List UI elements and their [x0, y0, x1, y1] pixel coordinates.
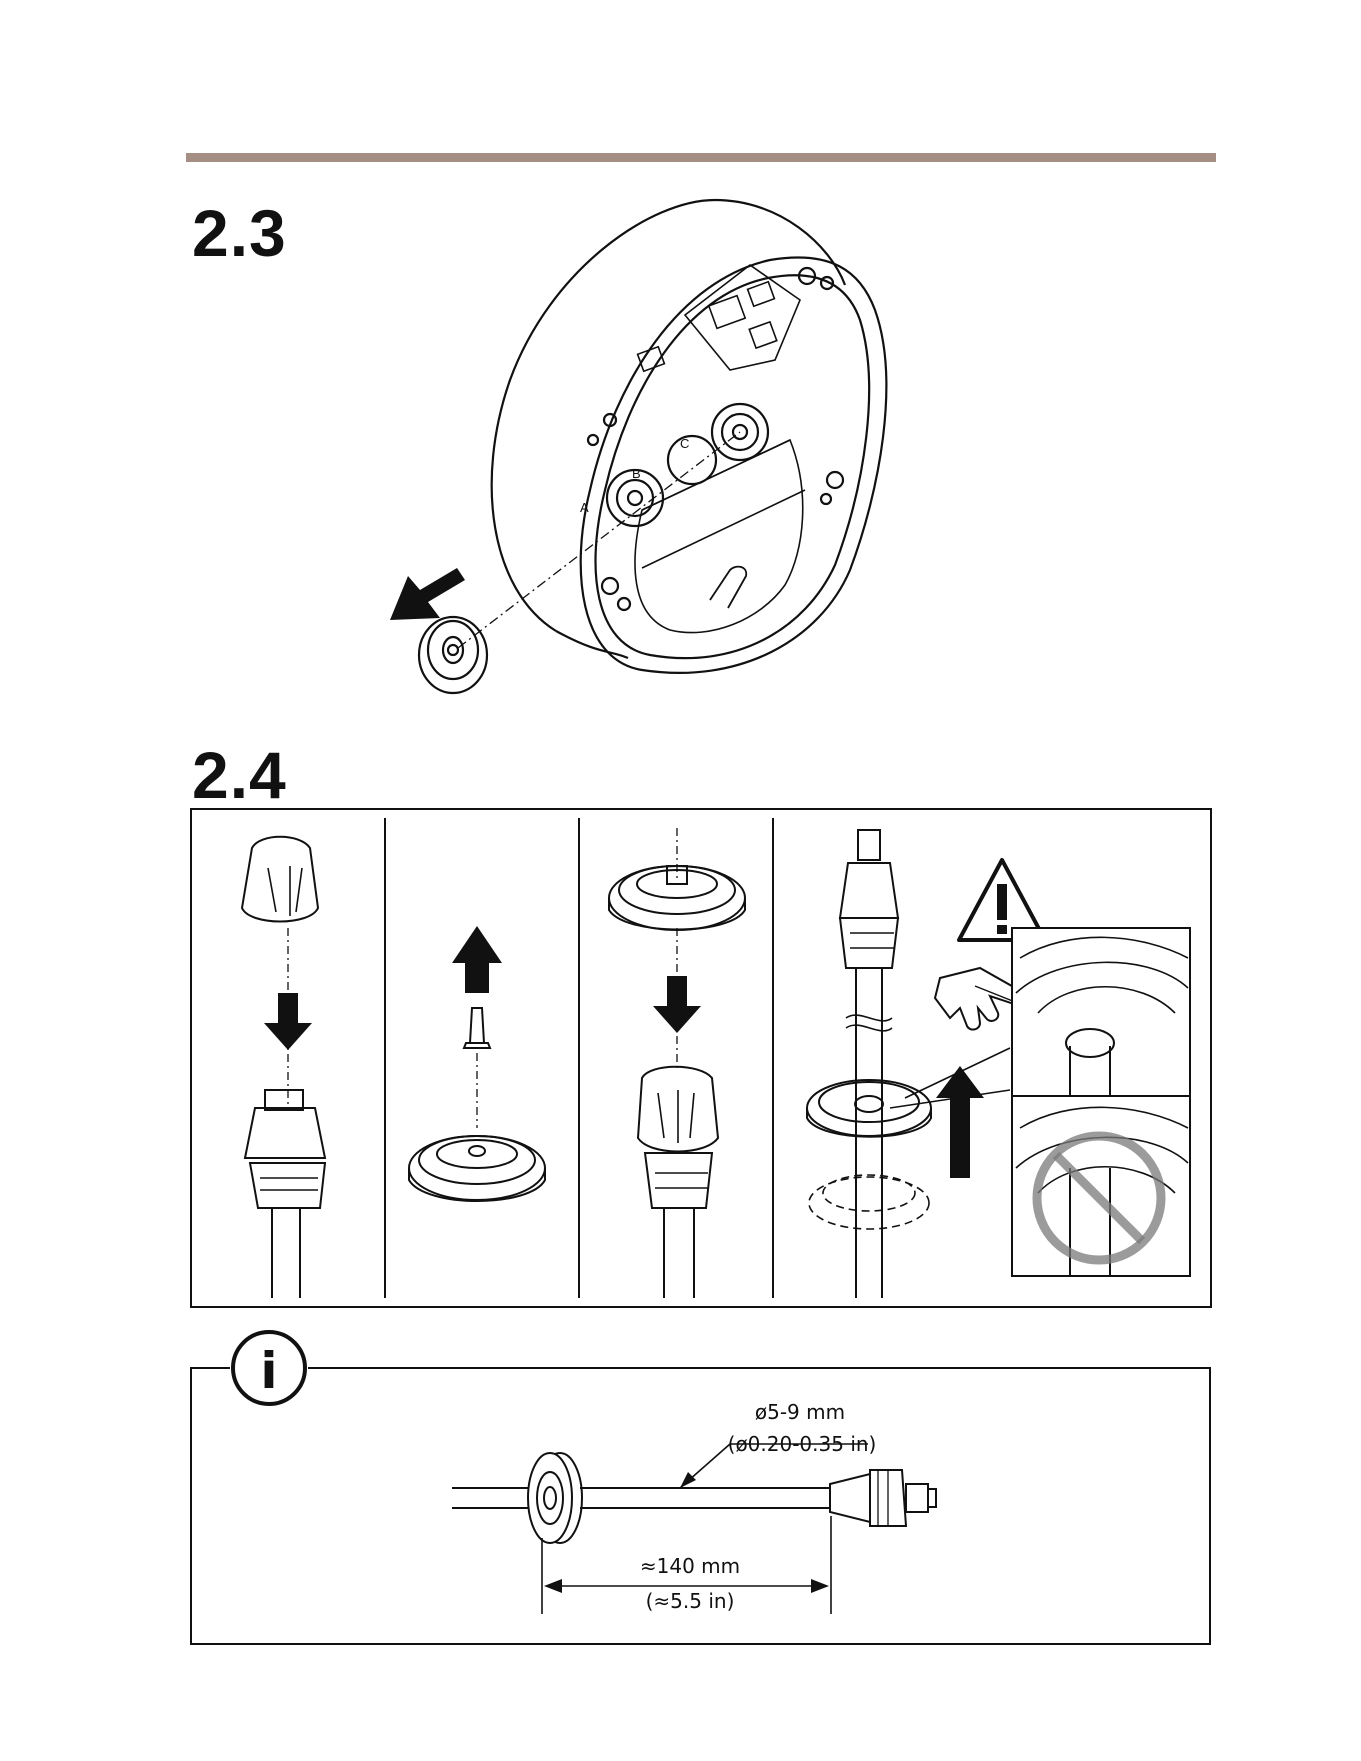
rj45-connector [245, 1108, 325, 1158]
cable-boot [242, 837, 318, 922]
step-2-4-panel [190, 808, 1212, 1308]
svg-text:i: i [260, 1342, 277, 1400]
strip-length-metric: ≈140 mm [640, 1554, 740, 1578]
step-number-2-4: 2.4 [192, 742, 287, 808]
panel-4-up-arrow-icon [936, 1066, 984, 1178]
port-label-a: A [580, 500, 589, 515]
step-2-3-illustration: A B C [380, 190, 980, 720]
plug-pin [470, 1008, 484, 1043]
cable-diameter-metric: ø5-9 mm [755, 1400, 845, 1424]
panel-1-down-arrow-icon [264, 993, 312, 1050]
panel-3-gasket-onto-connector [609, 828, 745, 1298]
panel-3-down-arrow-icon [653, 976, 701, 1033]
cable-diameter-imperial: (ø0.20-0.35 in) [728, 1432, 877, 1456]
info-panel: i ø5-9 mm (ø0.20-0.35 in) ≈140 mm (≈5.5 … [190, 1326, 1212, 1646]
strip-length-imperial: (≈5.5 in) [646, 1589, 735, 1613]
panel-2-plug-removal [409, 1008, 545, 1201]
port-b-open [668, 436, 716, 484]
circuit-board [685, 265, 800, 370]
port-label-c: C [680, 436, 689, 451]
panel-2-up-arrow-icon [452, 926, 502, 993]
header-rule [186, 153, 1216, 162]
rj45-plug-top [840, 863, 898, 918]
info-icon: i [233, 1332, 305, 1404]
cable-with-gasket [452, 1453, 936, 1543]
panel-1-boot-onto-connector [242, 837, 325, 1298]
box-outer-shell [492, 200, 845, 631]
port-label-b: B [632, 466, 641, 481]
zoom-correct-seating [1012, 928, 1190, 1096]
removal-arrow-icon [390, 568, 465, 620]
rj45-connector-side [830, 1474, 870, 1522]
step-number-2-3: 2.3 [192, 200, 287, 266]
